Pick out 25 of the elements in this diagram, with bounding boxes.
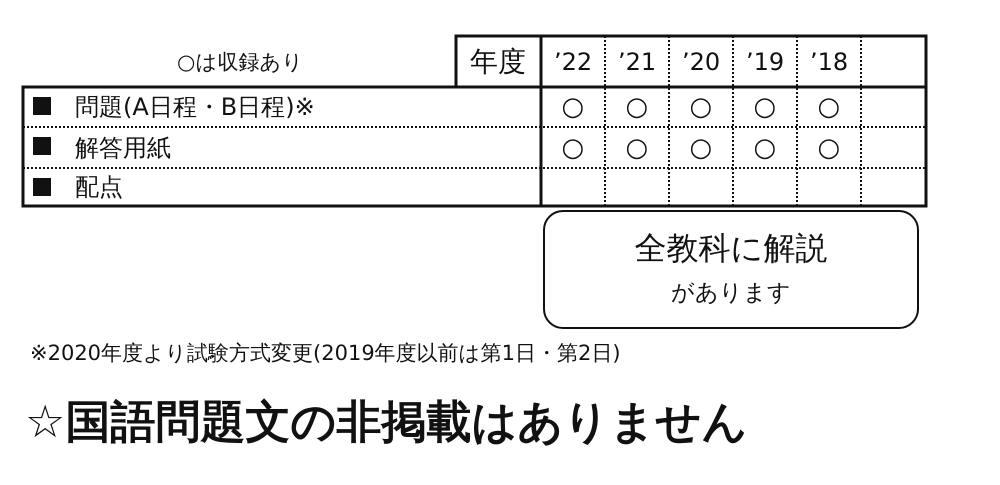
check-mark: ○ [562, 134, 584, 160]
check-mark: ○ [818, 94, 840, 120]
check-mark: ○ [690, 134, 712, 160]
rounded-box [543, 210, 919, 329]
box-text: があります [670, 282, 792, 305]
check-mark: ○ [562, 94, 584, 120]
check-mark: ○ [690, 94, 712, 120]
footnote: ※2020年度より試験方式変更(2019年度以前は第1日・第2日) [30, 342, 621, 364]
check-mark: ○ [754, 134, 776, 160]
check-mark: ○ [626, 134, 648, 160]
notice-text: ☆国語問題文の非掲載はありません [25, 398, 748, 444]
row-label: 配点 [75, 175, 123, 199]
year-label: ’21 [618, 50, 656, 74]
year-label: ’19 [746, 50, 784, 74]
year-label: ’22 [554, 50, 592, 74]
check-mark: ○ [754, 94, 776, 120]
box-heading: 全教科に解説 [634, 232, 828, 264]
legend-note: ○は収録あり [177, 52, 304, 72]
year-label: ’20 [682, 50, 720, 74]
year-label: ’18 [810, 50, 848, 74]
check-mark: ○ [626, 94, 648, 120]
column-header: 年度 [470, 48, 526, 76]
check-mark: ○ [818, 134, 840, 160]
row-label: 解答用紙 [75, 136, 171, 160]
row-label: 問題(A日程・B日程)※ [75, 95, 315, 119]
